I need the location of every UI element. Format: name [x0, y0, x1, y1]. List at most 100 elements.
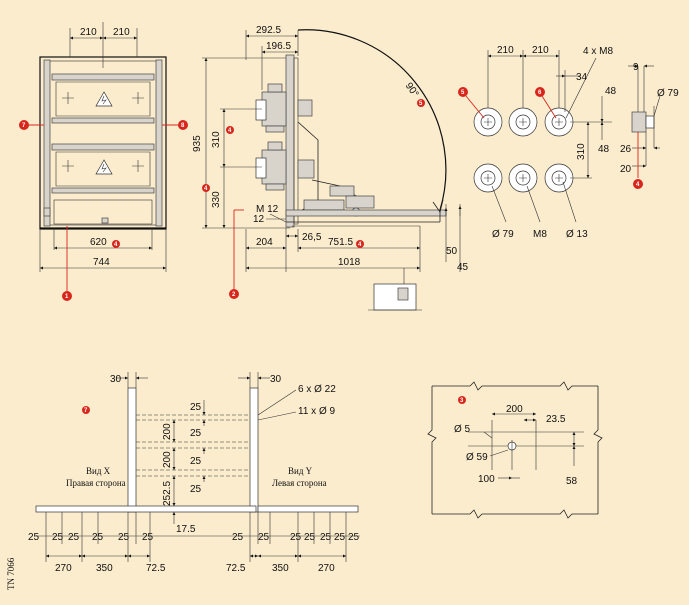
- svg-text:25: 25: [28, 532, 40, 543]
- side-dim-50: 50: [446, 246, 458, 257]
- marker-badge: 1: [62, 226, 72, 301]
- bushing-dim-310: 310: [576, 143, 587, 160]
- floor-dim-23-5: 23.5: [546, 414, 566, 425]
- rails-dim-252-5: 252.5: [162, 481, 173, 506]
- view-x-subtitle: Правая сторона: [66, 478, 126, 488]
- svg-text:2: 2: [232, 292, 236, 298]
- svg-text:7: 7: [22, 123, 26, 129]
- bushing-view: 210 210 4 x M8 34 48 48 310 9 Ø 79 26 20: [458, 45, 679, 240]
- side-dim-330: 330: [211, 191, 222, 208]
- rails-dim-30-right: 30: [270, 374, 282, 385]
- marker-badge: 7: [19, 120, 44, 130]
- bushing-dim-210-a: 210: [497, 45, 514, 56]
- side-dim-12: 12: [253, 214, 265, 225]
- door-swing-arc: [297, 29, 447, 211]
- bushing-dim-79-side: Ø 79: [657, 88, 679, 99]
- svg-text:25: 25: [52, 532, 64, 543]
- bushing-dim-9: 9: [633, 62, 639, 73]
- bushing-dim-48-a: 48: [605, 86, 617, 97]
- marker-badge: 8: [162, 120, 188, 130]
- svg-text:25: 25: [320, 532, 332, 543]
- front-dim-620: 620: [90, 237, 107, 248]
- svg-text:25: 25: [334, 532, 346, 543]
- rails-dim-200-b: 200: [162, 451, 173, 468]
- svg-text:4: 4: [358, 242, 362, 248]
- rails-dim-holes-a: 6 x Ø 22: [298, 384, 336, 395]
- rails-dim-270-left: 270: [55, 563, 72, 574]
- svg-text:4: 4: [204, 186, 208, 192]
- bushing-dim-79: Ø 79: [492, 229, 514, 240]
- marker-badge: 6: [535, 87, 557, 119]
- rails-dim-holes-b: 11 x Ø 9: [298, 406, 335, 417]
- side-dim-196-5: 196.5: [266, 41, 291, 52]
- svg-text:5: 5: [419, 101, 423, 107]
- bushing-top-mid: [508, 107, 538, 137]
- rails-dim-200-a: 200: [162, 423, 173, 440]
- bushing-dim-20: 20: [620, 164, 632, 175]
- floor-dim-200: 200: [506, 404, 523, 415]
- bushing-top-left: [473, 107, 503, 137]
- svg-text:5: 5: [461, 90, 465, 96]
- front-view: 210 210 620 744 7 8 4 1: [19, 22, 188, 301]
- floor-dim-100: 100: [478, 474, 495, 485]
- bushing-dim-210-b: 210: [532, 45, 549, 56]
- rails-dim-25-a: 25: [190, 402, 202, 413]
- marker-badge: 7: [82, 406, 90, 414]
- front-cabinet-outline: [39, 56, 167, 230]
- floor-dim-59: Ø 59: [466, 452, 488, 463]
- bushing-dim-48-b: 48: [598, 144, 610, 155]
- side-dim-45: 45: [457, 262, 469, 273]
- floor-dim-58: 58: [566, 476, 578, 487]
- rails-view: 30 30 6 x Ø 22 11 x Ø 9 25 200 25 25 200…: [28, 372, 360, 574]
- rails-dim-350-left: 350: [96, 563, 113, 574]
- front-dim-744: 744: [93, 257, 110, 268]
- warning-triangle-icon: [95, 91, 113, 107]
- view-y-title: Вид Y: [288, 466, 313, 476]
- marker-badge: 4: [112, 240, 120, 248]
- svg-text:25: 25: [258, 532, 270, 543]
- svg-text:4: 4: [114, 242, 118, 248]
- bushing-dim-4xm8: 4 x M8: [583, 46, 613, 57]
- svg-text:25: 25: [290, 532, 302, 543]
- rails-dim-30-left: 30: [110, 374, 122, 385]
- bushing-dim-13: Ø 13: [566, 229, 588, 240]
- front-dim-top-b: 210: [113, 27, 130, 38]
- rails-dim-25-d: 25: [190, 484, 202, 495]
- rails-dim-17-5: 17.5: [176, 524, 196, 535]
- floor-cut-view: 200 23.5 Ø 5 Ø 59 58 100 3: [427, 381, 603, 519]
- side-dim-935: 935: [192, 135, 203, 152]
- front-dim-top-a: 210: [80, 27, 97, 38]
- marker-badge: 2: [229, 209, 244, 299]
- marker-badge: 4: [202, 184, 210, 192]
- marker-badge: 4: [226, 126, 234, 134]
- svg-text:4: 4: [636, 182, 640, 188]
- bushing-bottom-right: [544, 163, 574, 193]
- side-dim-292-5: 292.5: [256, 25, 281, 36]
- view-y-subtitle: Левая сторона: [272, 478, 327, 488]
- side-dim-angle: 90°: [403, 81, 421, 100]
- svg-text:25: 25: [118, 532, 130, 543]
- rails-dim-350-right: 350: [272, 563, 289, 574]
- bushing-top-right: [544, 107, 574, 137]
- marker-badge: 5: [458, 87, 485, 119]
- view-x-title: Вид X: [86, 466, 111, 476]
- side-dim-204: 204: [256, 237, 273, 248]
- rails-dim-72-5-right: 72.5: [226, 563, 246, 574]
- svg-text:25: 25: [232, 532, 244, 543]
- side-dim-310: 310: [211, 131, 222, 148]
- rails-dim-25-c: 25: [190, 456, 202, 467]
- rails-dim-72-5-left: 72.5: [146, 563, 166, 574]
- svg-text:25: 25: [304, 532, 316, 543]
- svg-text:4: 4: [228, 128, 232, 134]
- side-dim-751-5: 751.5: [328, 237, 353, 248]
- floor-dim-5: Ø 5: [454, 424, 471, 435]
- rails-bottom-25-row: 25 25 25 25 25 25 25 25 25 25 25 25 25: [28, 532, 360, 543]
- side-dim-26-5: 26,5: [302, 232, 322, 243]
- svg-text:1: 1: [65, 294, 69, 300]
- marker-badge: 5: [417, 99, 425, 107]
- svg-text:25: 25: [142, 532, 154, 543]
- marker-badge: 4: [633, 132, 643, 189]
- svg-text:25: 25: [68, 532, 80, 543]
- warning-triangle-icon: [95, 159, 113, 175]
